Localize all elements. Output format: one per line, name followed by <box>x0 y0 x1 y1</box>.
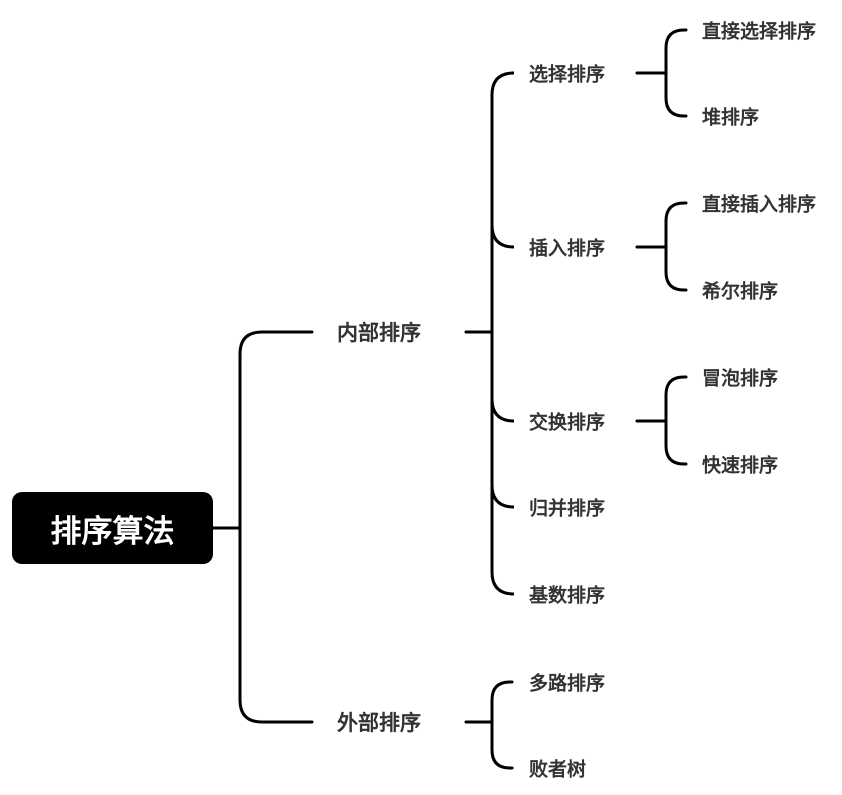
node-selection-sort[interactable]: 选择排序 <box>529 63 606 86</box>
exchange-connector-bar <box>664 375 688 466</box>
root-node[interactable]: 排序算法 <box>12 492 213 564</box>
root-connector-bar <box>238 330 314 724</box>
node-insertion-sort[interactable]: 插入排序 <box>529 237 606 260</box>
leaf-straight-selection-sort[interactable]: 直接选择排序 <box>702 20 817 43</box>
leaf-quick-sort[interactable]: 快速排序 <box>702 454 779 477</box>
insertion-connector-bar <box>664 201 688 292</box>
internal-connector-bar <box>490 71 515 596</box>
node-loser-tree[interactable]: 败者树 <box>529 758 587 781</box>
leaf-shell-sort[interactable]: 希尔排序 <box>702 280 779 303</box>
node-radix-sort[interactable]: 基数排序 <box>529 584 606 607</box>
leaf-straight-insertion-sort[interactable]: 直接插入排序 <box>702 193 817 216</box>
node-exchange-sort[interactable]: 交换排序 <box>529 411 606 434</box>
leaf-bubble-sort[interactable]: 冒泡排序 <box>702 367 779 390</box>
node-multiway-sort[interactable]: 多路排序 <box>529 672 606 695</box>
selection-connector-bar <box>664 28 688 118</box>
internal-connector-branch-2 <box>490 397 515 423</box>
node-merge-sort[interactable]: 归并排序 <box>529 497 606 520</box>
external-connector-bar <box>490 680 514 770</box>
leaf-heap-sort[interactable]: 堆排序 <box>702 106 760 129</box>
branch-internal-sort[interactable]: 内部排序 <box>337 321 421 345</box>
branch-external-sort[interactable]: 外部排序 <box>337 711 421 735</box>
internal-connector-branch-3 <box>490 483 515 509</box>
internal-connector-branch-1 <box>490 223 515 249</box>
